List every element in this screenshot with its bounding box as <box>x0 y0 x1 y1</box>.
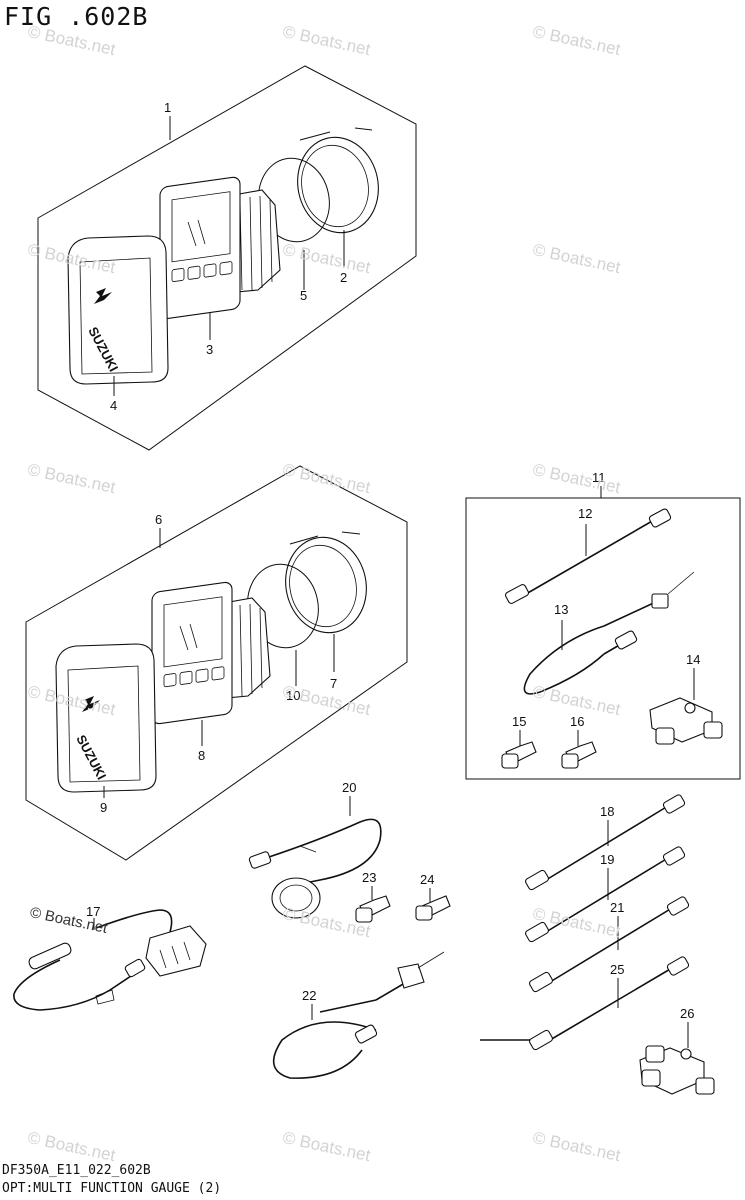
callout-25: 25 <box>610 962 624 977</box>
part-21-extension-cable[interactable] <box>528 896 690 993</box>
callout-5: 5 <box>300 288 307 303</box>
part-18-extension-cable[interactable] <box>524 794 686 891</box>
callout-20: 20 <box>342 780 356 795</box>
callout-labels: 1 2 3 4 5 6 7 8 9 10 11 12 13 14 15 16 1… <box>86 100 700 1021</box>
callout-7: 7 <box>330 676 337 691</box>
part-22-power-cable[interactable] <box>272 951 445 1079</box>
callout-9: 9 <box>100 800 107 815</box>
part-8-gauge-body[interactable] <box>151 581 271 725</box>
callout-8: 8 <box>198 748 205 763</box>
callout-15: 15 <box>512 714 526 729</box>
part-19-extension-cable[interactable] <box>524 846 686 943</box>
callout-14: 14 <box>686 652 700 667</box>
gauge-group-1: SUZUKI <box>37 65 417 451</box>
callout-11: 11 <box>592 470 606 485</box>
callout-1: 1 <box>164 100 171 115</box>
callout-26: 26 <box>680 1006 694 1021</box>
part-13-power-cable[interactable] <box>523 571 695 695</box>
part-26-t-connector[interactable] <box>639 1045 715 1095</box>
callout-21: 21 <box>610 900 624 915</box>
suzuki-logo <box>82 696 100 712</box>
callout-16: 16 <box>570 714 584 729</box>
cable-kit-group-11 <box>465 486 741 780</box>
part-12-backbone-cable[interactable] <box>504 508 672 604</box>
part-7-retaining-ring[interactable] <box>277 530 375 641</box>
figure-caption: OPT:MULTI FUNCTION GAUGE (2) <box>2 1181 222 1196</box>
callout-17: 17 <box>86 904 100 919</box>
part-17-gauge-harness[interactable] <box>13 909 207 1011</box>
callout-19: 19 <box>600 852 614 867</box>
part-15-terminator[interactable] <box>501 741 537 769</box>
part-24-terminator[interactable] <box>415 895 451 921</box>
part-23-terminator[interactable] <box>355 895 391 923</box>
part-20-sensor-cable[interactable] <box>248 818 382 919</box>
part-25-extension-cable[interactable] <box>480 956 690 1051</box>
callout-12: 12 <box>578 506 592 521</box>
suzuki-logo <box>94 288 112 304</box>
figure-code: DF350A_E11_022_602B <box>2 1163 151 1178</box>
callout-3: 3 <box>206 342 213 357</box>
callout-10: 10 <box>286 688 300 703</box>
callout-23: 23 <box>362 870 376 885</box>
part-4-front-cover[interactable] <box>67 235 169 385</box>
part-3-gauge-body[interactable] <box>159 176 281 320</box>
part-9-front-cover[interactable] <box>55 643 157 793</box>
part-14-t-connector[interactable] <box>649 697 723 745</box>
part-16-terminator[interactable] <box>561 741 597 769</box>
group-1-outline <box>37 65 417 451</box>
callout-2: 2 <box>340 270 347 285</box>
group-6-outline <box>25 465 408 861</box>
gauge-group-6: SUZUKI <box>25 465 408 861</box>
figure-title: FIG .602B <box>4 2 149 31</box>
callout-24: 24 <box>420 872 434 887</box>
callout-22: 22 <box>302 988 316 1003</box>
callout-4: 4 <box>110 398 117 413</box>
group-11-outline <box>465 497 741 780</box>
callout-18: 18 <box>600 804 614 819</box>
part-2-retaining-ring[interactable] <box>289 127 387 240</box>
callout-6: 6 <box>155 512 162 527</box>
callout-13: 13 <box>554 602 568 617</box>
